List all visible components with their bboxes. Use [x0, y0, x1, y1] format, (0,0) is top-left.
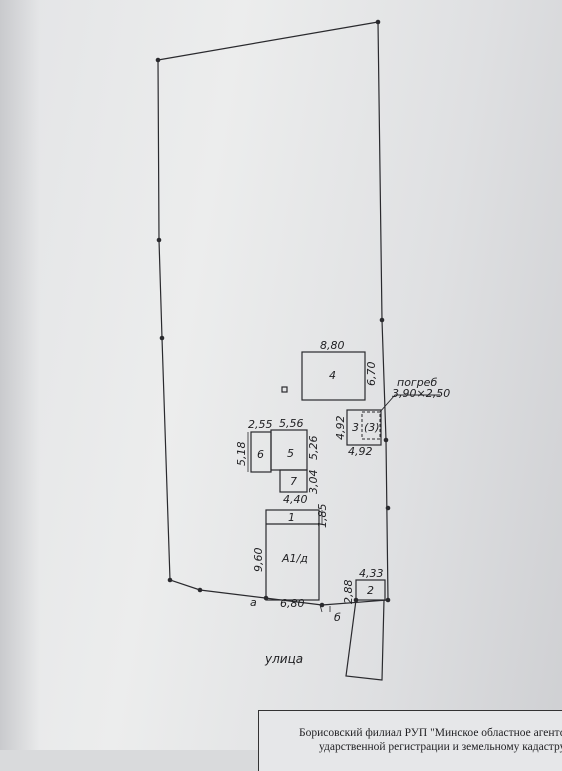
building-2-width: 4,33 — [359, 567, 384, 580]
street-plot-outline — [345, 599, 385, 681]
agency-line-1: Борисовский филиал РУП "Минское областно… — [299, 727, 562, 739]
building-a1d-depth: 9,60 — [252, 547, 265, 573]
building-2-label: 2 — [367, 584, 374, 597]
building-5-label: 5 — [287, 447, 294, 460]
street-label: улица — [265, 652, 304, 666]
building-4-width: 8,80 — [320, 339, 345, 352]
porch-1-depth: 1,85 — [316, 503, 329, 529]
building-2-depth: 2,88 — [342, 579, 355, 605]
small-marker — [281, 386, 288, 393]
building-a1d-label: А1/д — [282, 552, 308, 565]
plot-boundary — [157, 21, 389, 606]
building-7-width: 4,40 — [283, 493, 308, 506]
building-7 — [279, 469, 308, 493]
building-3 — [346, 409, 382, 446]
cellar-leader — [379, 394, 440, 413]
point-a: а — [250, 596, 257, 609]
building-6-depth: 5,18 — [235, 441, 248, 467]
building-7-label: 7 — [290, 475, 297, 488]
building-4 — [301, 351, 366, 401]
building-7-depth: 3,04 — [307, 469, 320, 495]
building-a1d-width: 6,80 — [280, 597, 305, 610]
point-b: б — [334, 611, 341, 624]
agency-line-2: ударственной регистрации и земельному ка… — [319, 741, 562, 753]
cellar-outline — [361, 411, 381, 440]
page-fold-shadow — [0, 0, 40, 750]
cellar-label: погреб — [397, 376, 438, 389]
building-3-label: 3 — [352, 421, 359, 434]
site-plan-drawing — [155, 19, 440, 681]
building-2 — [355, 579, 386, 601]
building-3-cellar-label: (3) — [364, 421, 380, 434]
porch-1-label: 1 — [288, 511, 295, 524]
building-a1d — [265, 509, 320, 601]
building-3-bottom: 4,92 — [348, 445, 373, 458]
building-4-label: 4 — [329, 369, 336, 382]
boundary-vertices — [155, 19, 391, 608]
building-6-width: 2,55 — [248, 418, 273, 431]
building-4-depth: 6,70 — [365, 361, 378, 387]
building-5-depth: 5,26 — [307, 435, 320, 461]
building-3-side: 4,92 — [334, 415, 347, 441]
agency-stamp: Борисовский филиал РУП "Минское областно… — [258, 710, 562, 771]
building-5-width: 5,56 — [279, 417, 304, 430]
building-6-label: 6 — [257, 448, 264, 461]
cellar-size: 3,90×2,50 — [392, 387, 451, 400]
